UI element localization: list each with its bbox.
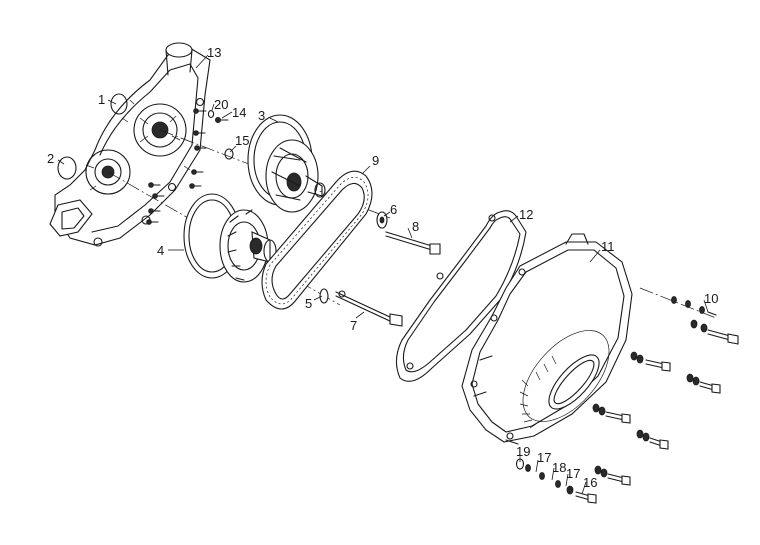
callout-10: 10 bbox=[704, 291, 718, 306]
o-ring-part-2 bbox=[57, 156, 77, 180]
callout-9: 9 bbox=[372, 153, 379, 168]
callout-14: 14 bbox=[232, 105, 246, 120]
callout-4: 4 bbox=[157, 243, 164, 258]
callout-12: 12 bbox=[519, 207, 533, 222]
leader-lines bbox=[57, 54, 709, 495]
callout-13: 13 bbox=[207, 45, 221, 60]
callout-5: 5 bbox=[305, 296, 312, 311]
inner-cover-part-13 bbox=[49, 42, 211, 247]
callout-6: 6 bbox=[390, 202, 397, 217]
callout-15: 15 bbox=[235, 133, 249, 148]
gasket-part-12 bbox=[395, 210, 527, 382]
callout-17a: 17 bbox=[537, 450, 551, 465]
callout-2: 2 bbox=[47, 151, 54, 166]
callout-19: 19 bbox=[516, 444, 530, 459]
drive-pulley-part-3 bbox=[247, 114, 326, 213]
outer-cover-part-11 bbox=[461, 233, 633, 445]
callout-8: 8 bbox=[412, 219, 419, 234]
callout-11: 11 bbox=[601, 239, 615, 254]
callout-20: 20 bbox=[214, 97, 228, 112]
cover-bolts bbox=[146, 108, 207, 225]
drain-parts-16-19 bbox=[515, 458, 597, 504]
callout-17b: 17 bbox=[566, 466, 580, 481]
outer-cover-bolts-10 bbox=[592, 296, 739, 486]
callout-16: 16 bbox=[583, 475, 597, 490]
o-ring-part-1 bbox=[110, 93, 128, 115]
callout-18: 18 bbox=[552, 460, 566, 475]
callout-labels: 1 2 3 4 5 6 7 8 9 10 11 12 13 14 15 16 1… bbox=[47, 45, 718, 490]
callout-3: 3 bbox=[258, 108, 265, 123]
small-parts-14-15-20 bbox=[207, 110, 234, 160]
callout-7: 7 bbox=[350, 318, 357, 333]
drive-belt-part-9 bbox=[261, 170, 373, 310]
callout-1: 1 bbox=[98, 92, 105, 107]
driven-pulley-part-4 bbox=[183, 193, 277, 283]
